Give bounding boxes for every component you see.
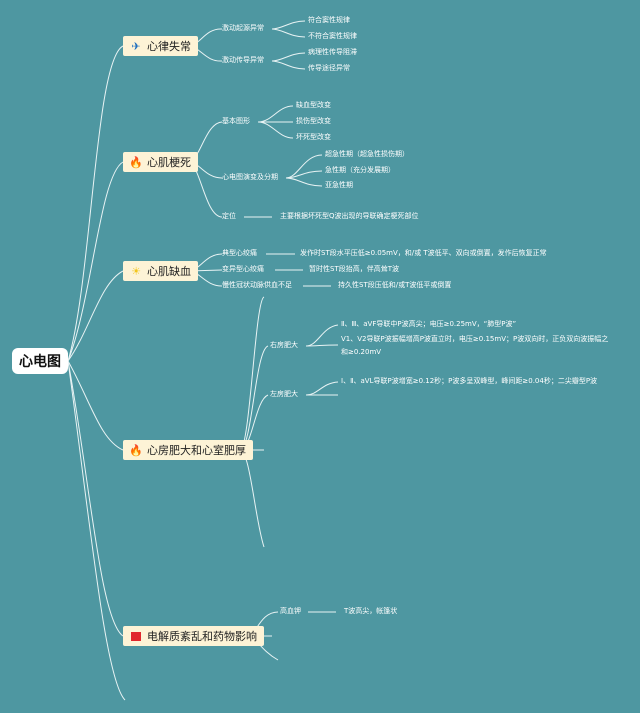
topic-label[interactable]: 激动传导异常	[222, 56, 264, 64]
connector	[67, 270, 124, 362]
topic-label[interactable]: 基本图形	[222, 117, 250, 125]
branch-hypertrophy[interactable]: 🔥 心房肥大和心室肥厚	[123, 440, 253, 460]
connector	[67, 45, 124, 362]
connector	[285, 170, 323, 179]
connector	[67, 161, 124, 362]
fire-icon: 🔥	[129, 155, 143, 169]
connector	[67, 360, 124, 451]
connector	[257, 105, 294, 123]
connector	[257, 121, 294, 139]
connector	[67, 360, 126, 701]
branch-arrhythmia[interactable]: ✈ 心律失常	[123, 36, 198, 56]
connector	[239, 296, 265, 451]
connector	[271, 52, 306, 62]
subtopic-label[interactable]: 不符合窦性规律	[308, 32, 357, 40]
connector	[239, 449, 265, 548]
topic-label[interactable]: 高血钾	[280, 607, 301, 615]
topic-label[interactable]: 右房肥大	[270, 341, 298, 349]
subtopic-label[interactable]: 缺血型改变	[296, 101, 331, 109]
topic-label[interactable]: 典型心绞痛	[222, 249, 257, 257]
subtopic-label[interactable]: 坏死型改变	[296, 133, 331, 141]
subtopic-label[interactable]: 病理性传导阻滞	[308, 48, 357, 56]
subtopic-label[interactable]: 暂时性ST段抬高，伴高耸T波	[309, 265, 399, 273]
connector	[285, 177, 323, 187]
branch-label: 心肌缺血	[147, 265, 191, 278]
subtopic-label[interactable]: 损伤型改变	[296, 117, 331, 125]
branch-electrolyte[interactable]: 电解质紊乱和药物影响	[123, 626, 264, 646]
connector	[305, 344, 339, 347]
connector	[305, 324, 339, 347]
flag-icon	[129, 631, 143, 642]
branch-label: 心律失常	[147, 40, 191, 53]
root-label: 心电图	[19, 354, 61, 370]
branch-label: 电解质紊乱和药物影响	[147, 630, 257, 643]
subtopic-label[interactable]: 主要根据坏死型Q波出现的导联确定梗死部位	[280, 212, 419, 220]
subtopic-label[interactable]: 急性期（充分发展期）	[325, 166, 395, 174]
subtopic-label[interactable]: 发作时ST段水平压低≥0.05mV，和/或 T波低平、双向或倒置，发作后恢复正常	[300, 249, 547, 257]
topic-label[interactable]: 慢性冠状动脉供血不足	[222, 281, 292, 289]
subtopic-label[interactable]: 持久性ST段压低和/或T波低平或倒置	[338, 281, 452, 289]
root-node[interactable]: 心电图	[12, 348, 68, 374]
branch-ischemia[interactable]: ☀ 心肌缺血	[123, 261, 198, 281]
subtopic-label[interactable]: 符合窦性规律	[308, 16, 350, 24]
topic-label[interactable]: 心电图演变及分期	[222, 173, 278, 181]
connector	[271, 60, 306, 70]
connector	[271, 20, 306, 30]
subtopic-label[interactable]: 亚急性期	[325, 181, 353, 189]
connector	[271, 28, 306, 38]
topic-label[interactable]: 激动起源异常	[222, 24, 264, 32]
subtopic-label[interactable]: T波高尖，帐篷状	[344, 607, 398, 615]
branch-infarction[interactable]: 🔥 心肌梗死	[123, 152, 198, 172]
paper-plane-icon: ✈	[131, 39, 141, 53]
topic-label[interactable]: 变异型心绞痛	[222, 265, 264, 273]
connector	[285, 154, 323, 179]
subtopic-label[interactable]: 传导途径异常	[308, 64, 350, 72]
sun-icon: ☀	[131, 264, 141, 278]
connector	[305, 381, 339, 396]
branch-label: 心房肥大和心室肥厚	[147, 444, 246, 457]
branch-label: 心肌梗死	[147, 156, 191, 169]
topic-label[interactable]: 定位	[222, 212, 236, 220]
subtopic-label[interactable]: 超急性期（超急性损伤期）	[325, 150, 409, 158]
connector	[67, 360, 124, 637]
topic-label[interactable]: 左房肥大	[270, 390, 298, 398]
subtopic-label[interactable]: Ⅰ、Ⅱ、aVL导联P波增宽≥0.12秒；P波多呈双峰型，峰间距≥0.04秒；二尖…	[341, 377, 598, 385]
subtopic-label[interactable]: V1、V2导联P波振幅增高P波直立时，电压≥0.15mV；P波双向时，正负双向波…	[341, 335, 609, 356]
subtopic-label[interactable]: Ⅱ、Ⅲ、aVF导联中P波高尖；电压≥0.25mV，“肺型P波”	[341, 320, 517, 328]
fire-icon: 🔥	[129, 443, 143, 457]
